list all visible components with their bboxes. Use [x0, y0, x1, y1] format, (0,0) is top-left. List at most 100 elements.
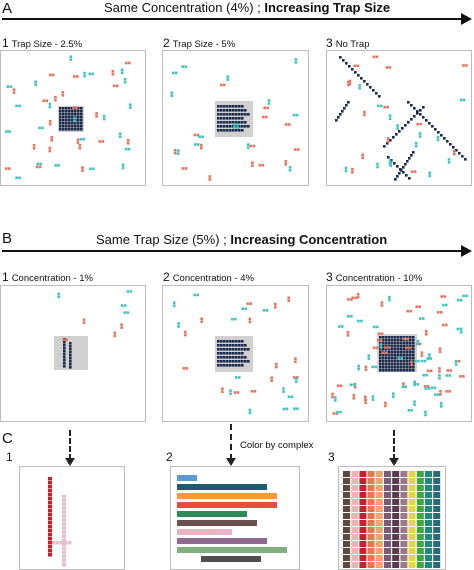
bound-particle — [74, 122, 77, 125]
particle — [118, 132, 122, 136]
bound-particle — [391, 342, 394, 345]
complex-cell — [425, 520, 432, 526]
bound-particle — [391, 357, 394, 360]
particle — [263, 106, 267, 110]
complex-cell — [433, 513, 441, 519]
complex-cell — [425, 492, 432, 498]
chain-particle — [383, 145, 386, 148]
bound-particle — [59, 125, 62, 128]
chain-particle — [217, 121, 220, 124]
particle — [51, 73, 55, 77]
chain-particle — [363, 80, 366, 83]
bound-particle — [412, 348, 415, 351]
particle — [363, 113, 366, 117]
bound-particle — [388, 348, 391, 351]
particle — [120, 304, 124, 307]
particle — [363, 395, 367, 399]
bound-particle — [65, 116, 68, 119]
particle — [423, 384, 427, 388]
complex-cell — [367, 527, 375, 533]
complex-cell — [359, 534, 367, 540]
particle — [364, 368, 368, 372]
particle — [252, 144, 256, 148]
chain-particle — [223, 105, 226, 108]
bound-particle — [400, 345, 403, 348]
chain-particle — [416, 112, 419, 115]
complex-cell — [375, 548, 383, 554]
complex-cell — [408, 527, 416, 533]
chain-particle — [235, 121, 238, 124]
chain-particle — [241, 348, 244, 351]
particle — [353, 64, 357, 68]
complex-cell — [425, 541, 432, 547]
particle — [367, 357, 371, 360]
chain-particle — [235, 364, 238, 367]
chain-particle — [220, 125, 223, 128]
particle — [413, 380, 416, 384]
complex-cell — [343, 513, 350, 519]
chain-particle — [241, 360, 244, 363]
chain-particle — [220, 360, 223, 363]
complex-cell — [62, 547, 66, 551]
particle — [418, 305, 422, 309]
complex-cell — [359, 471, 367, 477]
complex-cell — [400, 506, 408, 512]
particle — [406, 309, 409, 313]
particle — [262, 309, 266, 312]
complex-cell — [351, 520, 359, 526]
particle — [172, 301, 176, 305]
chain-particle — [244, 344, 247, 347]
chain-particle — [235, 117, 238, 120]
row-c-panel-1-canvas — [48, 477, 72, 567]
particle — [248, 317, 252, 321]
bound-particle — [385, 369, 388, 372]
complex-cell — [433, 492, 441, 498]
row-b-panel-3-canvas — [331, 292, 468, 417]
bound-particle — [77, 110, 80, 113]
particle — [422, 373, 425, 377]
bound-particle — [71, 122, 74, 125]
particle — [54, 95, 57, 99]
row-b-panel-1-canvas — [54, 290, 133, 370]
bound-particle — [388, 369, 391, 372]
chain-particle — [217, 340, 220, 343]
row-c-panel-2-canvas — [177, 475, 287, 562]
bound-particle — [385, 348, 388, 351]
row-a-panel-3 — [326, 50, 472, 186]
row-a-title-bold: Increasing Trap Size — [264, 0, 391, 15]
particle — [193, 293, 196, 297]
particle — [418, 317, 422, 320]
particle — [236, 391, 240, 394]
bound-particle — [68, 116, 71, 119]
chain-particle — [238, 105, 241, 108]
bound-particle — [412, 363, 415, 366]
complex-cell — [367, 548, 375, 554]
complex-cell — [408, 499, 416, 505]
particle — [384, 401, 387, 405]
complex-cell — [416, 492, 424, 498]
complex-cell — [359, 492, 367, 498]
bound-particle — [379, 336, 382, 339]
complex-cell — [351, 562, 359, 568]
particle — [352, 393, 356, 397]
particle — [15, 176, 18, 180]
particle — [124, 61, 128, 65]
particle — [42, 99, 46, 103]
chain-particle — [247, 360, 250, 363]
particle — [392, 392, 395, 395]
complex-cell — [367, 499, 375, 505]
particle — [364, 401, 368, 405]
particle — [452, 149, 456, 153]
chain-particle — [235, 129, 238, 132]
chain-particle — [449, 143, 452, 146]
complex-cell — [343, 492, 350, 498]
particle — [185, 367, 189, 370]
particle — [219, 83, 223, 87]
chain-particle — [226, 348, 229, 351]
particle — [246, 143, 250, 146]
complex-cell — [416, 562, 424, 568]
complex-cell — [359, 548, 367, 554]
complex-cell — [48, 545, 52, 549]
complex-cell — [408, 471, 416, 477]
bound-particle — [391, 366, 394, 369]
